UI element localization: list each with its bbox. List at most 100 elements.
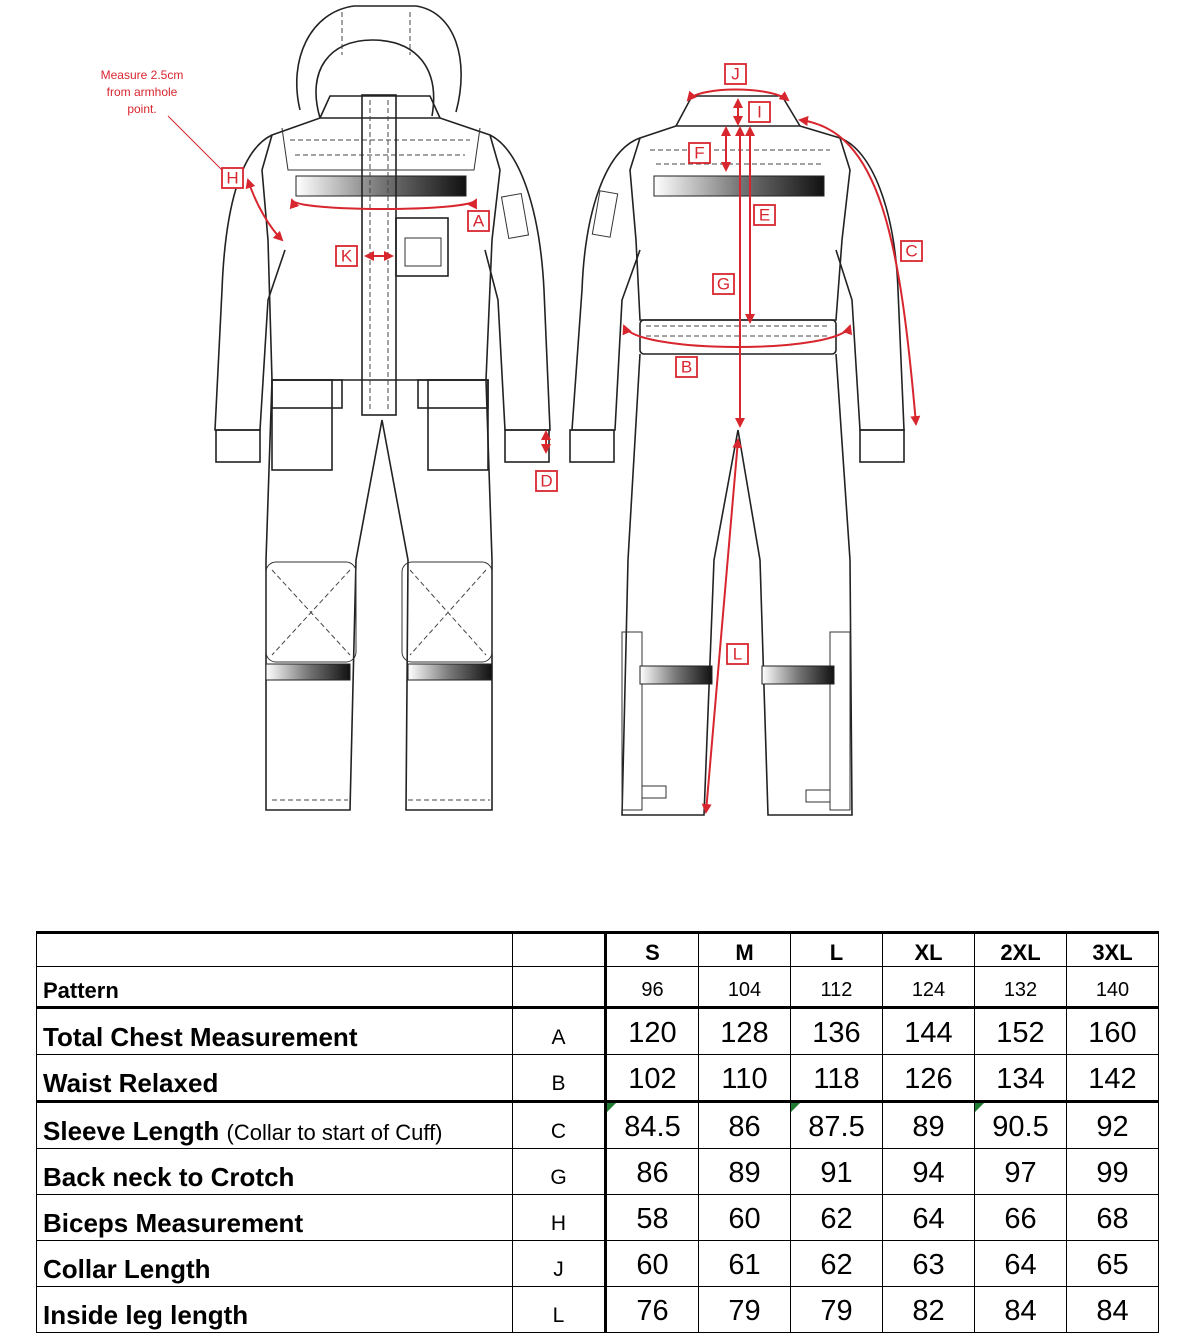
measurement-value: 84 — [974, 1286, 1067, 1333]
measurement-value: 66 — [974, 1194, 1067, 1241]
svg-text:F: F — [694, 144, 704, 163]
measurement-code: J — [512, 1240, 606, 1287]
measurement-label: Biceps Measurement — [43, 1208, 304, 1238]
measurement-value: 82 — [882, 1286, 975, 1333]
measurement-value: 99 — [1066, 1148, 1159, 1195]
size-3xl: 3XL — [1066, 931, 1159, 967]
label-j: J — [724, 63, 747, 85]
measurement-value: 68 — [1066, 1194, 1159, 1241]
measurement-value: 92 — [1066, 1101, 1159, 1149]
measurement-label: Collar Length — [43, 1254, 211, 1284]
label-k: K — [335, 245, 358, 267]
front-view — [214, 5, 551, 811]
pattern-value: 140 — [1066, 966, 1159, 1009]
measurement-value: 65 — [1066, 1240, 1159, 1287]
measurement-name: Waist Relaxed — [36, 1054, 513, 1103]
svg-text:D: D — [540, 472, 552, 491]
measurement-note: (Collar to start of Cuff) — [226, 1120, 443, 1145]
measurement-value: 79 — [790, 1286, 883, 1333]
measurement-value: 126 — [882, 1054, 975, 1103]
measurement-name: Inside leg length — [36, 1286, 513, 1333]
pattern-value: 104 — [698, 966, 791, 1009]
measurement-code: A — [512, 1007, 606, 1055]
svg-text:B: B — [681, 358, 692, 377]
svg-text:K: K — [341, 247, 353, 266]
measurement-value: 64 — [974, 1240, 1067, 1287]
measure-note-line-1: Measure 2.5cm — [101, 68, 184, 82]
coverall-measurement-diagram: Measure 2.5cm from armhole point. A H K … — [101, 5, 923, 816]
measurement-value: 86 — [604, 1148, 699, 1195]
measurement-value: 61 — [698, 1240, 791, 1287]
measurement-label: Inside leg length — [43, 1300, 249, 1330]
measurement-value: 64 — [882, 1194, 975, 1241]
measurement-value: 97 — [974, 1148, 1067, 1195]
measurement-value: 152 — [974, 1007, 1067, 1055]
measurement-label: Sleeve Length — [43, 1116, 220, 1146]
measurement-value: 84.5 — [604, 1101, 699, 1149]
measurement-value: 79 — [698, 1286, 791, 1333]
measurement-value: 84 — [1066, 1286, 1159, 1333]
label-c: C — [900, 240, 923, 262]
label-l: L — [726, 643, 749, 665]
label-a: A — [467, 210, 490, 232]
header-blank — [36, 931, 513, 967]
measurement-code: G — [512, 1148, 606, 1195]
measurement-value: 60 — [698, 1194, 791, 1241]
size-l: L — [790, 931, 883, 967]
pattern-value: 124 — [882, 966, 975, 1009]
size-chart-table: S M L XL 2XL 3XL Pattern 96 104 112 124 … — [36, 931, 1159, 1333]
measurement-label: Waist Relaxed — [43, 1068, 219, 1098]
pattern-row: Pattern 96 104 112 124 132 140 — [36, 966, 1159, 1009]
measurement-value: 86 — [698, 1101, 791, 1149]
size-m: M — [698, 931, 791, 967]
pattern-value: 96 — [604, 966, 699, 1009]
measurement-name: Sleeve Length (Collar to start of Cuff) — [36, 1101, 513, 1149]
measurement-value: 76 — [604, 1286, 699, 1333]
measurement-code: B — [512, 1054, 606, 1103]
svg-text:L: L — [733, 645, 742, 664]
svg-text:J: J — [731, 65, 740, 84]
measurement-value: 58 — [604, 1194, 699, 1241]
size-s: S — [604, 931, 699, 967]
label-d: D — [535, 470, 558, 492]
measure-note-line-2: from armhole — [107, 85, 178, 99]
measurement-value: 120 — [604, 1007, 699, 1055]
measurement-label: Back neck to Crotch — [43, 1162, 295, 1192]
measurement-code: C — [512, 1101, 606, 1149]
measurement-value: 94 — [882, 1148, 975, 1195]
header-code-blank — [512, 931, 606, 967]
measurement-value: 89 — [698, 1148, 791, 1195]
measurement-lines — [167, 88, 921, 814]
table-row: Sleeve Length (Collar to start of Cuff)C… — [36, 1101, 1159, 1149]
svg-text:G: G — [717, 275, 730, 294]
measurement-value: 60 — [604, 1240, 699, 1287]
pattern-code-blank — [512, 966, 606, 1009]
measurement-value: 87.5 — [790, 1101, 883, 1149]
measurement-value: 89 — [882, 1101, 975, 1149]
measurement-value: 102 — [604, 1054, 699, 1103]
measurement-name: Back neck to Crotch — [36, 1148, 513, 1195]
svg-text:C: C — [905, 242, 917, 261]
svg-text:E: E — [759, 206, 770, 225]
measurement-value: 90.5 — [974, 1101, 1067, 1149]
label-g: G — [712, 273, 735, 295]
measurement-code: L — [512, 1286, 606, 1333]
pattern-label: Pattern — [36, 966, 513, 1009]
measurement-code: H — [512, 1194, 606, 1241]
measurement-name: Biceps Measurement — [36, 1194, 513, 1241]
size-2xl: 2XL — [974, 931, 1067, 967]
label-f: F — [688, 142, 711, 164]
measurement-value: 160 — [1066, 1007, 1159, 1055]
measurement-value: 118 — [790, 1054, 883, 1103]
measurement-value: 91 — [790, 1148, 883, 1195]
measurement-value: 128 — [698, 1007, 791, 1055]
measurement-name: Collar Length — [36, 1240, 513, 1287]
measurement-value: 144 — [882, 1007, 975, 1055]
